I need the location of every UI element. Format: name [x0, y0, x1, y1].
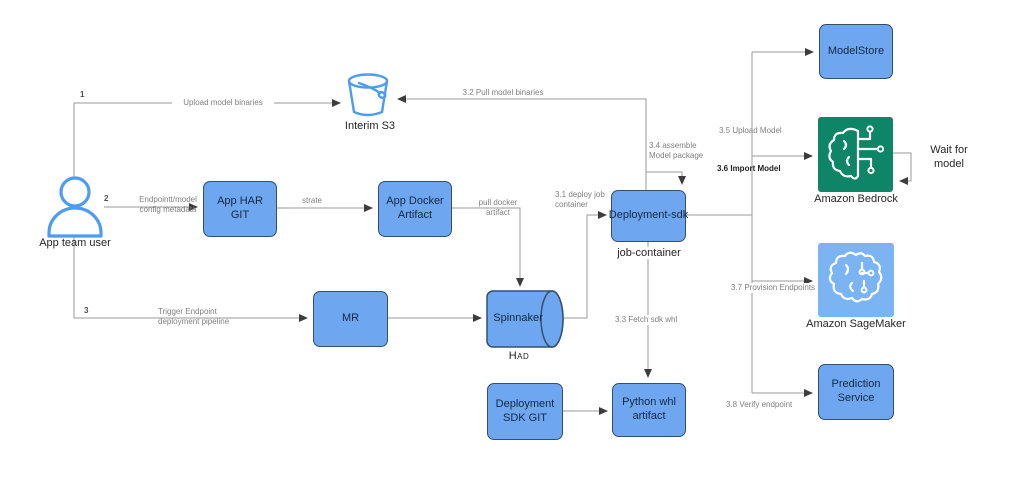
- deployment-sdk-caption: job-container: [609, 247, 689, 259]
- edge-label-trigger-pipeline: Trigger Endpoint deployment pipeline: [158, 307, 230, 327]
- amazon-sagemaker-icon: [818, 243, 894, 317]
- edge-label-fetch-sdk-whl: 3.3 Fetch sdk whl: [614, 315, 679, 326]
- edge-deployment-sdk-to-interim-s3: [397, 95, 647, 190]
- edge-label-strate: strate: [301, 196, 322, 205]
- edge-label-endpoint-config-metadata: Endpointt/model config metadata: [139, 195, 197, 215]
- node-mr: MR: [313, 291, 388, 347]
- node-prediction-service: Prediction Service: [818, 364, 894, 420]
- edge-label-import-model: 3.6 Import Model: [717, 164, 781, 173]
- s3-bucket-icon: [346, 72, 392, 119]
- spinnaker-caption: Had: [508, 350, 530, 362]
- node-deployment-sdk-git: Deployment SDK GIT: [487, 383, 563, 440]
- edge-label-pull-docker-artifact: pull docker artifact: [478, 198, 518, 218]
- edge-user-to-interim-s3: [73, 99, 341, 180]
- node-modelstore: ModelStore: [819, 24, 893, 79]
- node-app-har-git: App HAR GIT: [203, 181, 277, 237]
- amazon-bedrock-label: Amazon Bedrock: [814, 193, 898, 205]
- node-deployment-sdk: Deployment-sdk: [609, 190, 688, 242]
- node-app-docker-artifact: App Docker Artifact: [378, 181, 452, 237]
- edge-trunk: [686, 52, 753, 393]
- edge-label-upload-model: 3.5 Upload Model: [719, 126, 782, 135]
- node-python-whl-artifact: Python whl artifact: [612, 383, 686, 437]
- edge-user-to-mr: [73, 234, 308, 322]
- edge-spinnaker-to-deployment-sdk: [564, 211, 607, 319]
- edge-label-wait-for-model: Wait for model: [930, 144, 968, 171]
- interim-s3-label: Interim S3: [344, 120, 396, 132]
- edge-label-deploy-job-container: 3.1 deploy job container: [555, 190, 605, 210]
- spinnaker-label: Spinnaker: [493, 312, 543, 325]
- edge-label-upload-model-binaries: Upload model binaries: [172, 98, 274, 109]
- spinnaker-cylinder-shape: [486, 290, 564, 348]
- actor-label: App team user: [39, 237, 111, 249]
- user-icon: [46, 176, 104, 238]
- edge-label-assemble-model-package: 3.4 assemble Model package: [648, 141, 714, 162]
- amazon-sagemaker-label: Amazon SageMaker: [806, 318, 906, 330]
- edge-label-pull-model-binaries: 3.2 Pull model binaries: [462, 88, 544, 97]
- edge-label-provision-endpoints: 3.7 Provision Endpoints: [730, 283, 817, 294]
- edge-assemble-self-loop: [646, 171, 686, 185]
- edge-bedrock-wait-loop: [893, 152, 912, 185]
- edge-docker-artifact-to-spinnaker: [452, 207, 524, 287]
- edge-label-verify-endpoint: 3.8 Verify endpoint: [725, 400, 794, 411]
- amazon-bedrock-icon: [818, 117, 893, 192]
- step-number-3: 3: [84, 306, 89, 315]
- step-number-1: 1: [80, 90, 85, 99]
- step-number-2: 2: [104, 194, 109, 203]
